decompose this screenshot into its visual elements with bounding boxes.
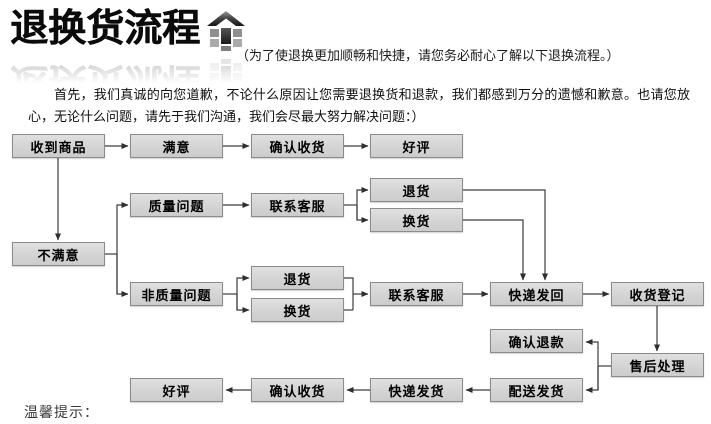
flow-node-receipt-register: 收货登记	[611, 282, 704, 306]
flow-node-contact-service-nonquality: 联系客服	[370, 282, 463, 306]
tip-label: 温馨提示：	[24, 404, 99, 420]
flow-node-courier-dispatch: 快递发货	[370, 378, 463, 402]
flow-node-exchange-quality: 换货	[370, 208, 463, 232]
flow-node-non-quality-issue: 非质量问题	[130, 282, 223, 306]
flow-node-return-quality: 退货	[370, 178, 463, 202]
flow-node-return-nonquality: 退货	[251, 266, 344, 290]
header-brand: 退换货流程	[10, 6, 246, 56]
flow-node-confirm-receipt-top: 确认收货	[251, 134, 344, 158]
flow-node-courier-send-back: 快递发回	[490, 282, 583, 306]
page-title: 退换货流程	[10, 8, 201, 50]
flow-node-quality-issue: 质量问题	[130, 193, 223, 217]
flow-node-contact-service-quality: 联系客服	[251, 193, 344, 217]
flow-node-exchange-nonquality: 换货	[251, 298, 344, 322]
flow-node-confirm-refund: 确认退款	[490, 329, 583, 353]
flow-node-good-review-bottom: 好评	[130, 378, 223, 402]
flow-node-received-goods: 收到商品	[12, 134, 105, 158]
flow-node-confirm-receipt-bottom: 确认收货	[251, 378, 344, 402]
header-subtitle: （为了使退换更加顺畅和快捷，请您务必耐心了解以下退换流程。）	[236, 48, 620, 63]
flow-node-after-sales: 售后处理	[611, 353, 704, 377]
house-icon	[207, 11, 246, 51]
flow-node-delivery-dispatch: 配送发货	[490, 378, 583, 402]
flow-node-not-satisfied: 不满意	[12, 242, 105, 266]
flow-node-good-review-top: 好评	[370, 134, 463, 158]
flow-node-satisfied: 满意	[130, 134, 223, 158]
